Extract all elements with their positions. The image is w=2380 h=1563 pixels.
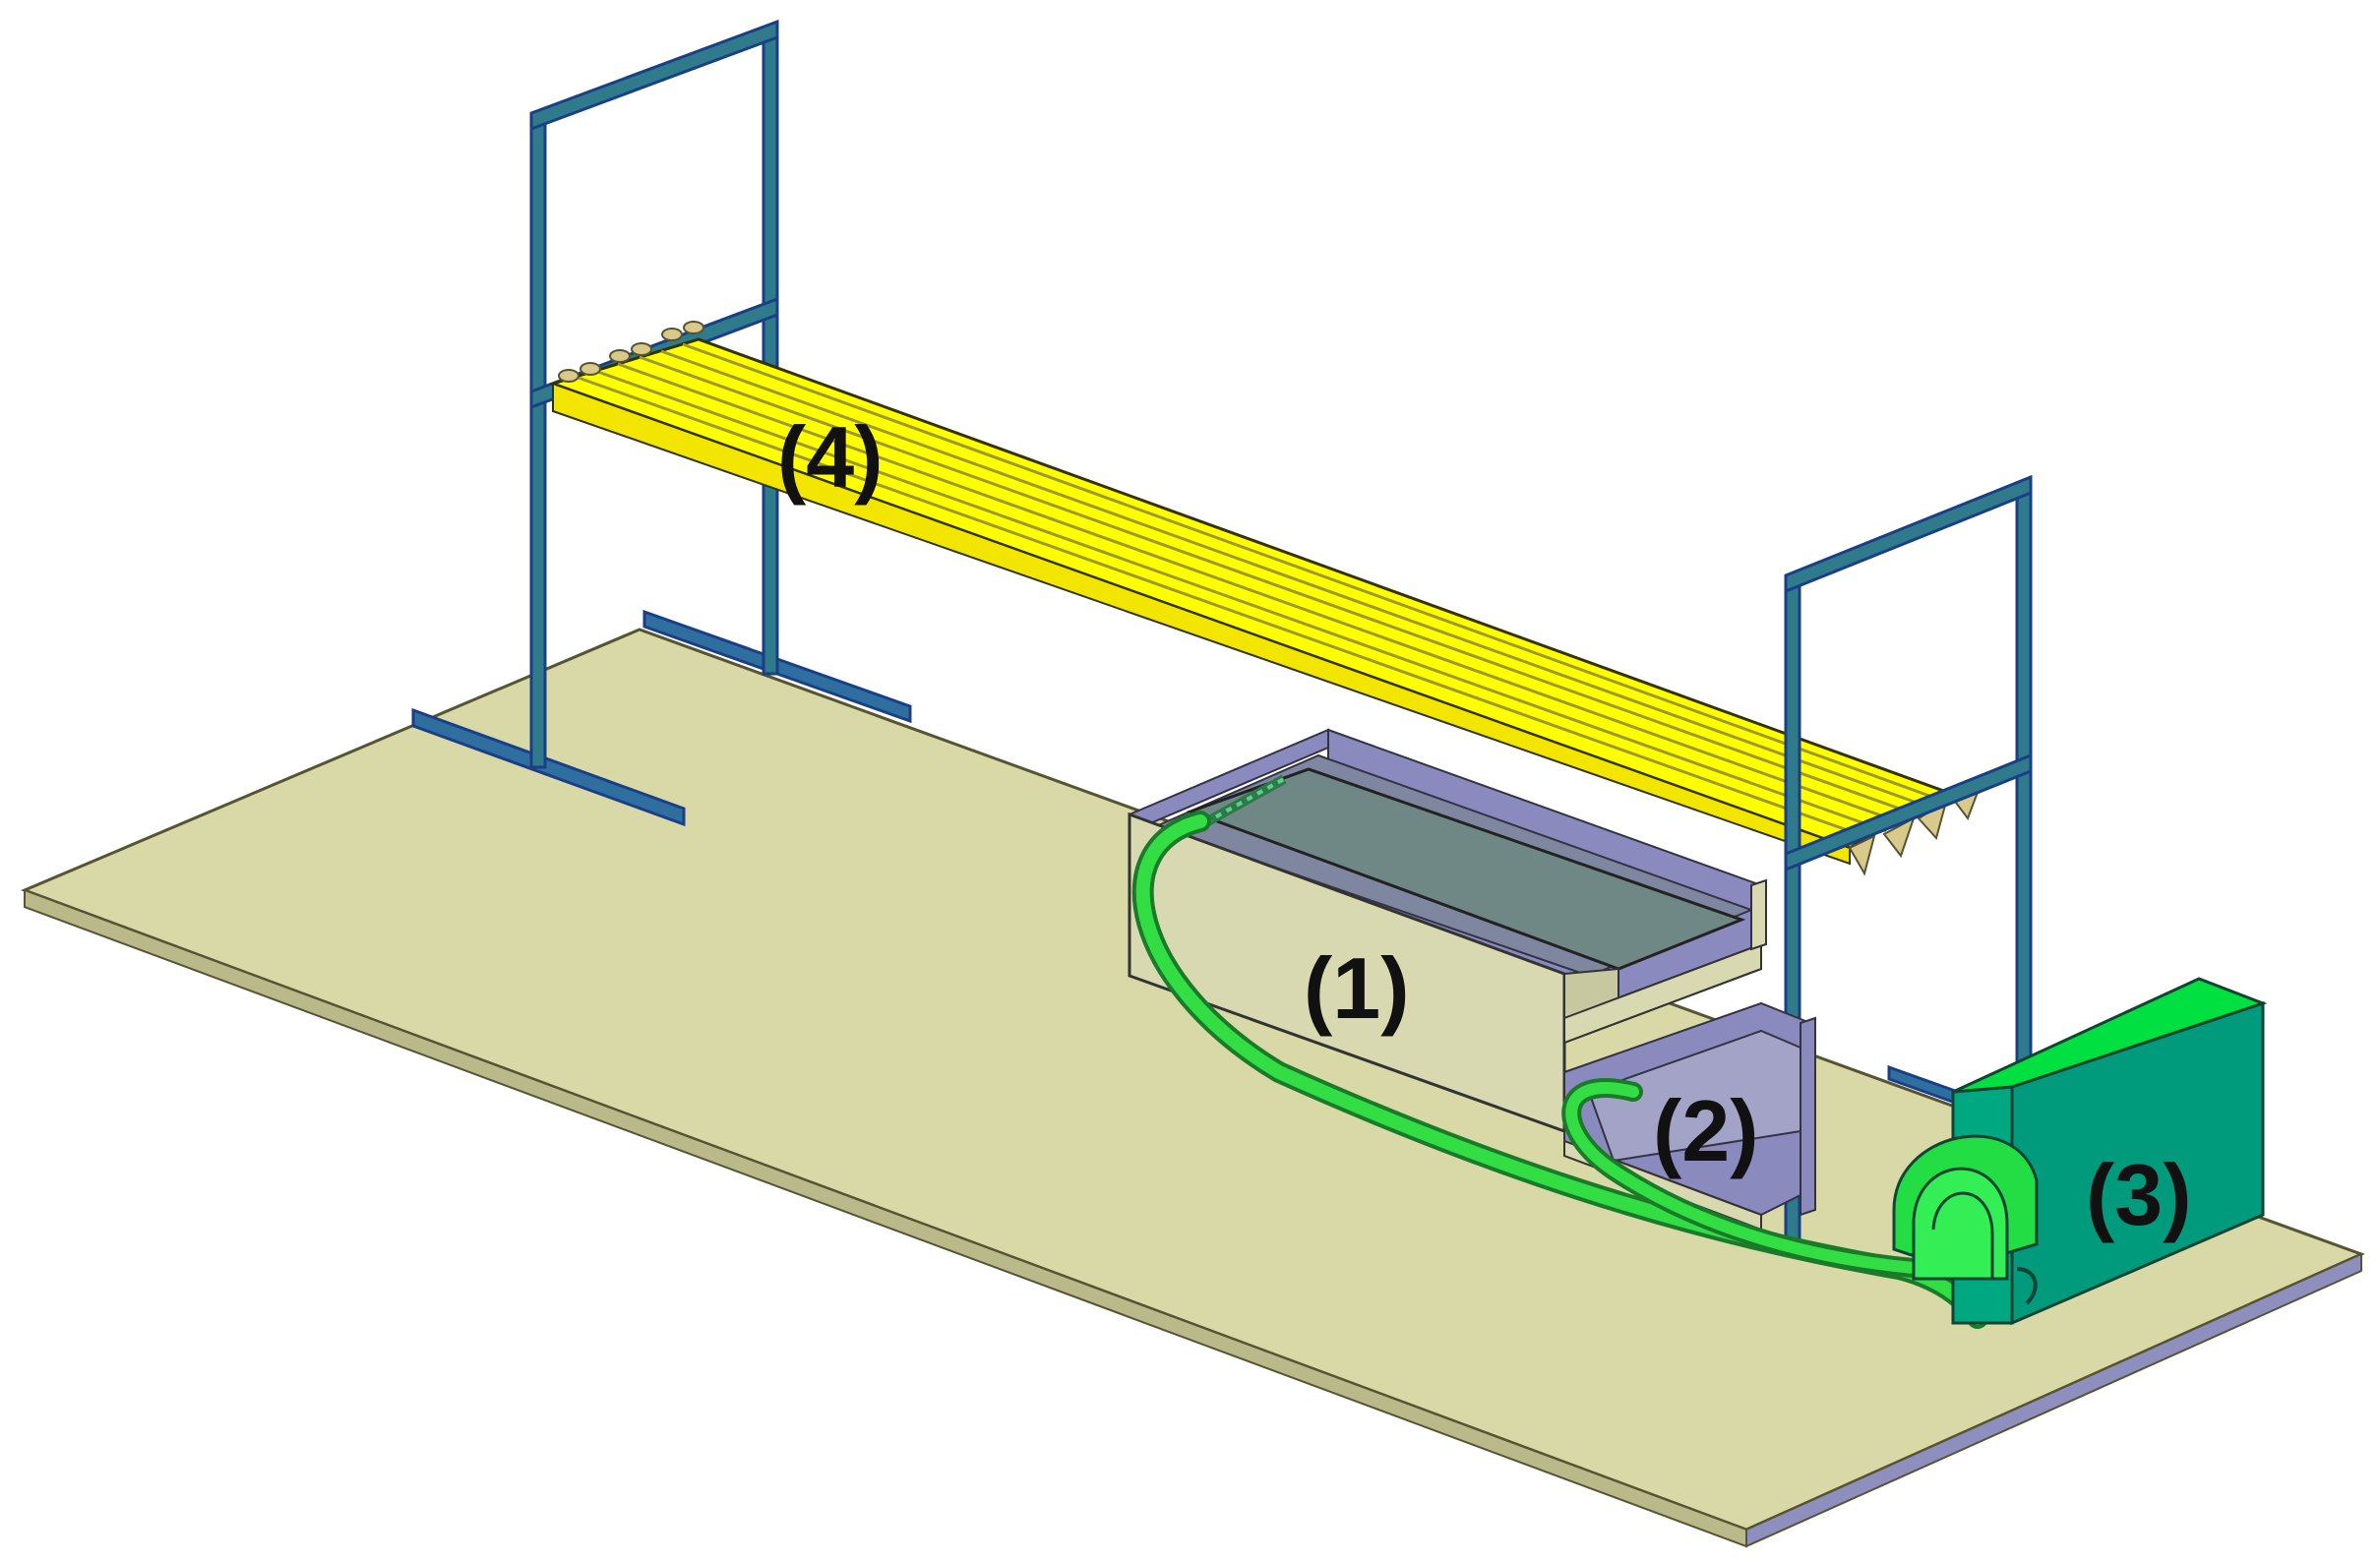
pump-motor-face bbox=[1912, 1167, 2009, 1281]
label-tray: (2) bbox=[1653, 1082, 1759, 1179]
label-lamp-panel: (4) bbox=[777, 408, 884, 506]
left-frame-post-front bbox=[529, 116, 547, 769]
right-frame-mid-bar bbox=[1784, 752, 2033, 872]
label-tank: (1) bbox=[1304, 939, 1410, 1037]
floor-base bbox=[20, 628, 2365, 1548]
right-support-frame bbox=[1784, 474, 2033, 1243]
lamp-end-caps-left bbox=[558, 321, 704, 383]
lamp-panel-front-edge bbox=[552, 382, 1851, 866]
tank-1 bbox=[1128, 728, 1767, 1134]
pump-housing-top bbox=[1952, 977, 2268, 1094]
pump-outlet bbox=[2016, 1267, 2038, 1305]
left-frame-top-bar bbox=[529, 19, 779, 132]
tank-1-step bbox=[1563, 942, 1762, 1045]
tank-1-right-rim bbox=[1750, 878, 1767, 951]
left-frame-post-back bbox=[762, 28, 779, 676]
lamp-panel bbox=[548, 321, 1982, 876]
right-frame-post-back bbox=[2015, 482, 2033, 1125]
pump-3 bbox=[1892, 977, 2268, 1326]
label-pump: (3) bbox=[2086, 1146, 2192, 1243]
right-frame-top-bar bbox=[1784, 474, 2033, 594]
tray-2-right-wall bbox=[1800, 1016, 1816, 1217]
foot-left-front bbox=[411, 707, 686, 827]
floor-plate-edge-right bbox=[1745, 1252, 2362, 1548]
